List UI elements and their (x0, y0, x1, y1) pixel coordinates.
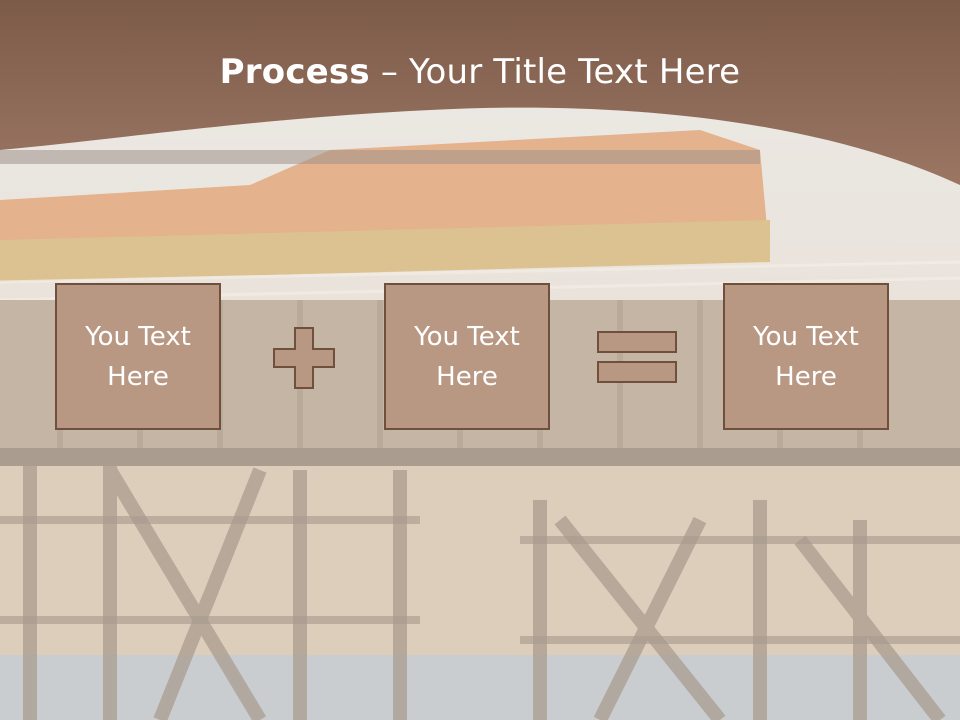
process-box-1[interactable]: You Text Here (55, 283, 221, 430)
title-bold: Process (219, 52, 370, 92)
process-box-2[interactable]: You Text Here (384, 283, 550, 430)
process-box-1-text: You Text Here (85, 321, 191, 392)
plus-icon (273, 327, 335, 389)
equals-icon (597, 331, 677, 383)
process-box-3[interactable]: You Text Here (723, 283, 889, 430)
process-box-2-text: You Text Here (414, 321, 520, 392)
title-separator: – (369, 52, 410, 92)
title-rest: Your Title Text Here (409, 52, 741, 92)
process-box-3-text: You Text Here (753, 321, 859, 392)
slide-title: Process – Your Title Text Here (0, 52, 960, 92)
